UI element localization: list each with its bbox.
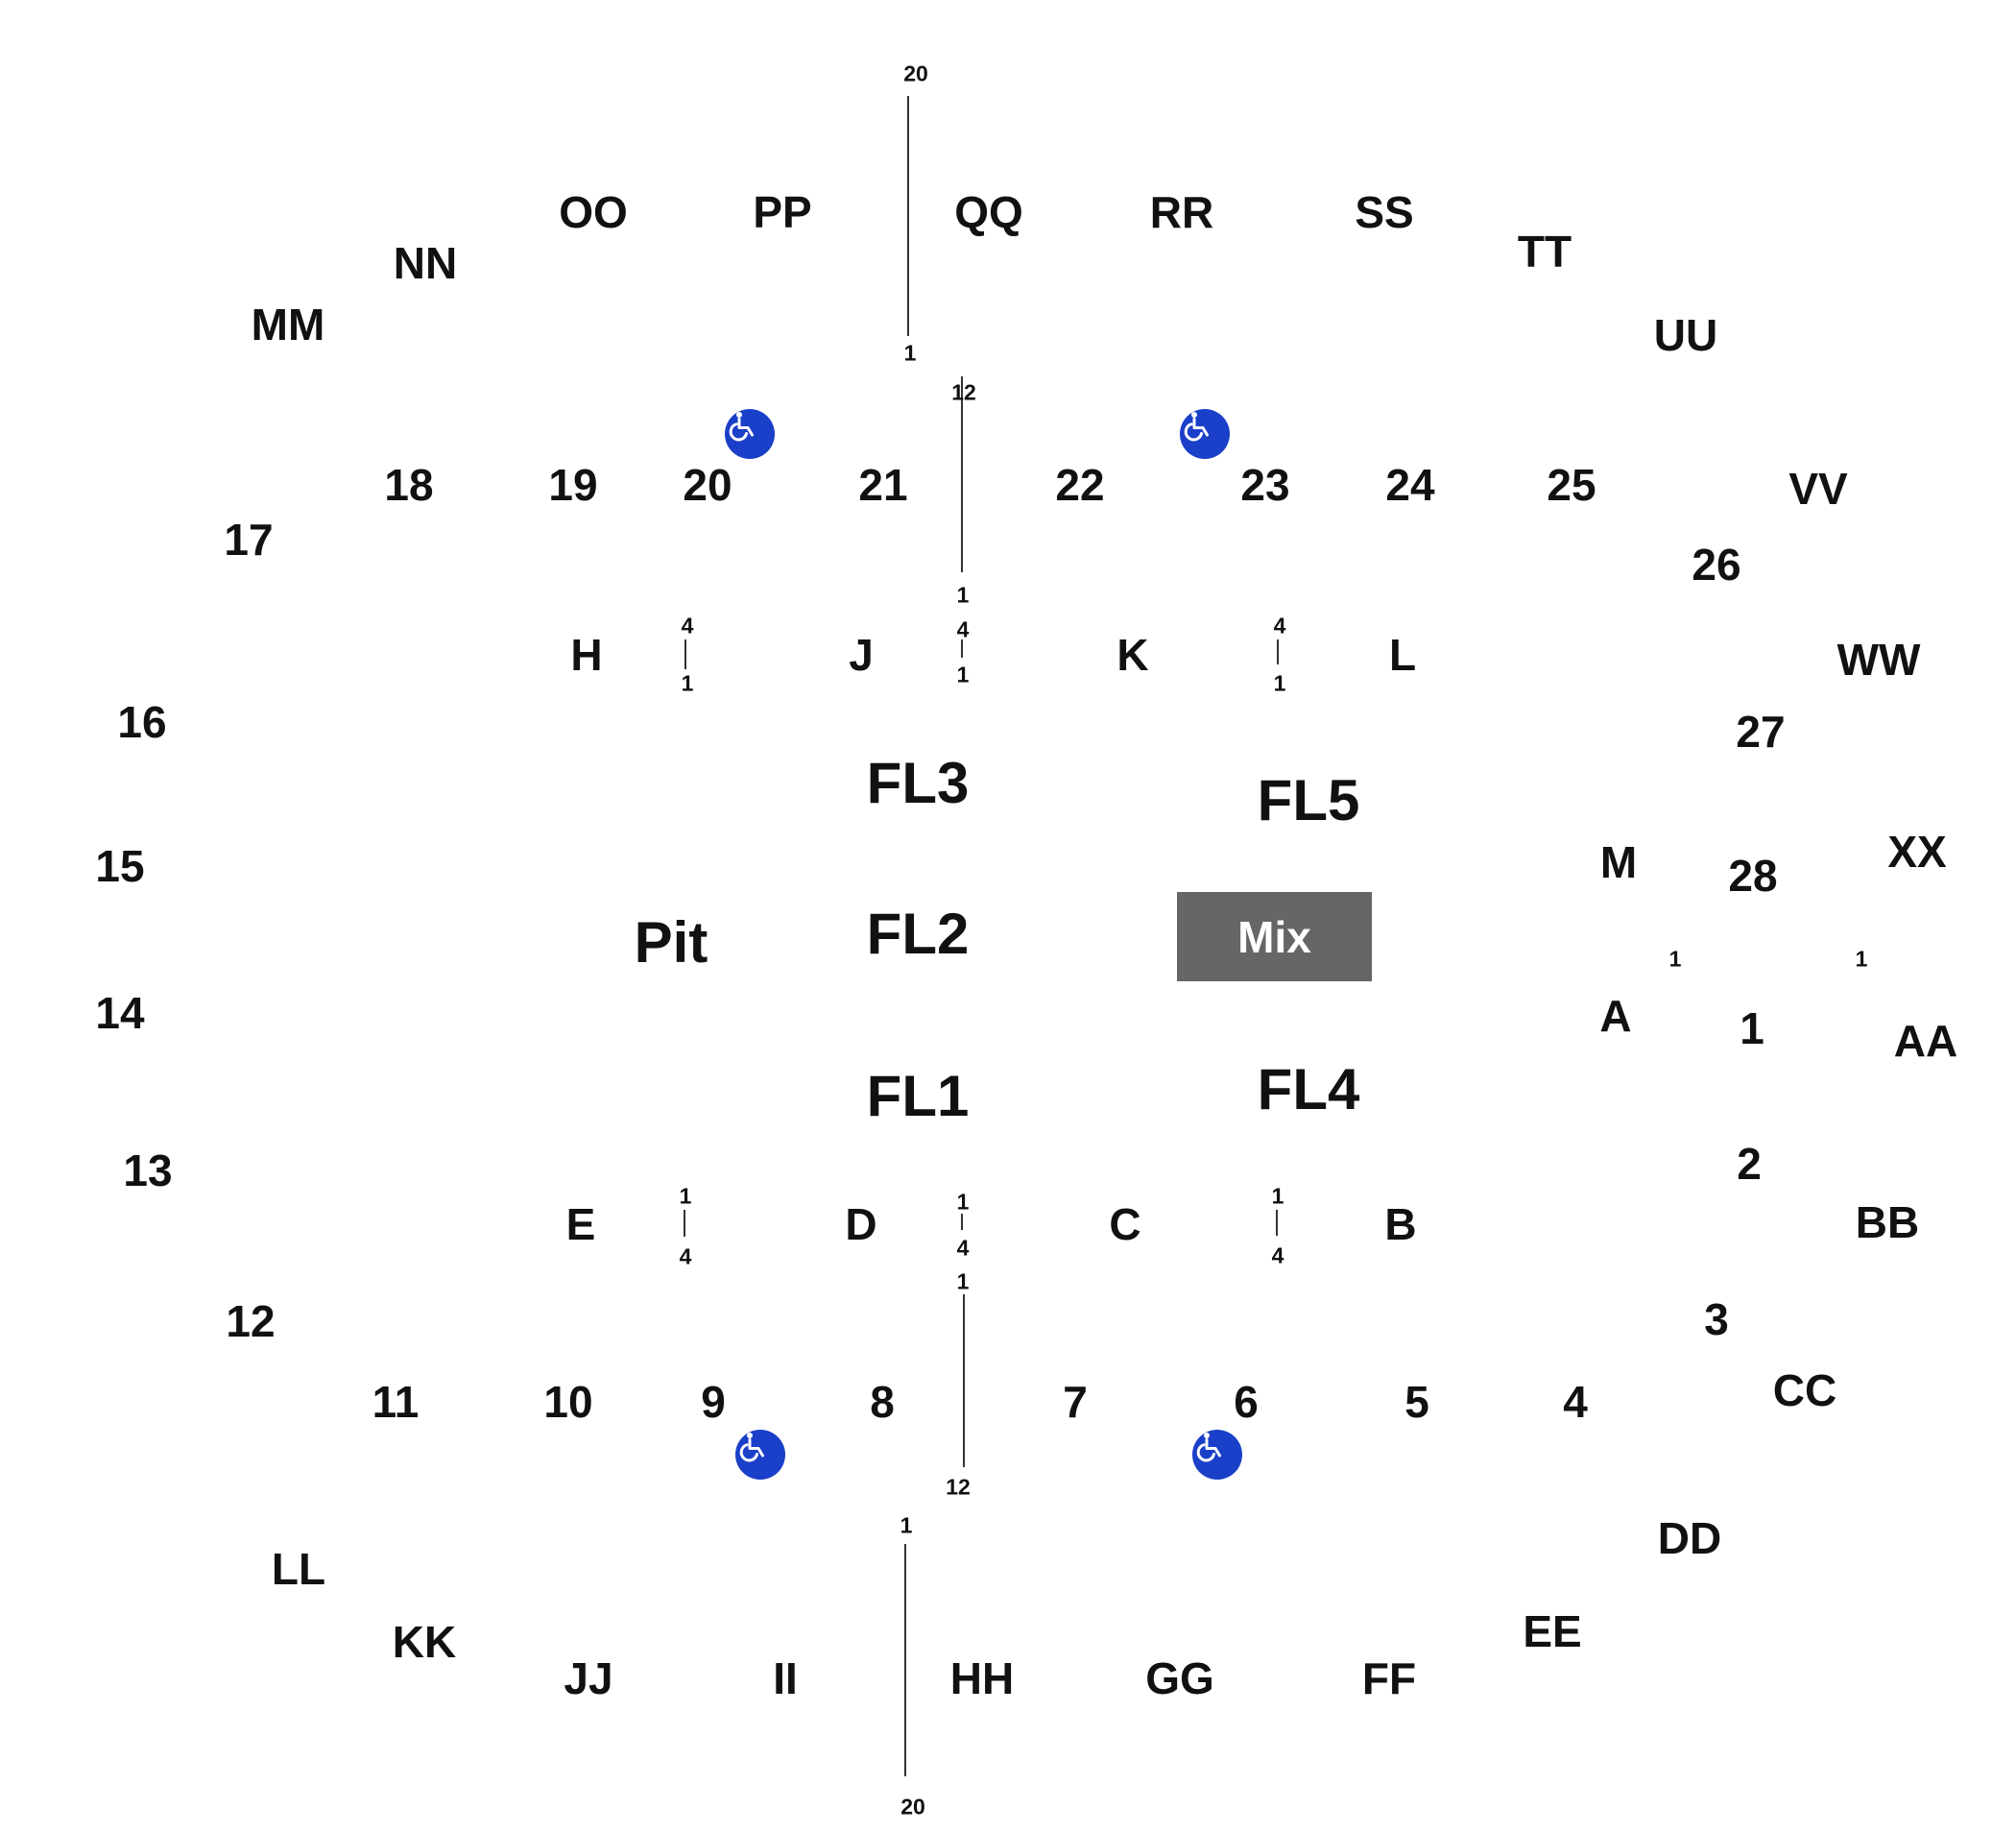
section-16[interactable]: 16 [117, 697, 167, 747]
row-marker: 1 [903, 340, 917, 366]
section-2[interactable]: 2 [1737, 1139, 1762, 1189]
section-ww[interactable]: WW [1836, 635, 1921, 685]
row-marker: 12 [951, 379, 976, 405]
section-dd[interactable]: DD [1657, 1513, 1722, 1563]
section-m[interactable]: M [1599, 837, 1638, 887]
row-marker: 1 [1271, 1183, 1284, 1209]
row-marker: 4 [1273, 613, 1286, 639]
section-13[interactable]: 13 [123, 1145, 173, 1195]
section-25[interactable]: 25 [1547, 460, 1596, 510]
section-21[interactable]: 21 [858, 460, 908, 510]
row-marker: 1 [900, 1512, 913, 1538]
section-17[interactable]: 17 [224, 515, 274, 565]
section-qq[interactable]: QQ [954, 187, 1023, 237]
section-l[interactable]: L [1388, 630, 1417, 680]
section-a[interactable]: A [1599, 991, 1632, 1041]
row-marker: 4 [681, 613, 694, 639]
section-pp[interactable]: PP [753, 187, 812, 237]
wheelchair-icon[interactable] [1192, 1430, 1242, 1480]
section-26[interactable]: 26 [1692, 540, 1741, 590]
section-xx[interactable]: XX [1887, 827, 1947, 877]
section-nn[interactable]: NN [393, 238, 458, 288]
section-uu[interactable]: UU [1653, 310, 1718, 360]
mix-position: Mix [1177, 892, 1372, 981]
section-28[interactable]: 28 [1728, 851, 1778, 901]
row-marker: 1 [1855, 946, 1868, 972]
floor-pit[interactable]: Pit [634, 910, 708, 975]
section-gg[interactable]: GG [1145, 1653, 1214, 1703]
section-18[interactable]: 18 [384, 460, 434, 510]
section-jj[interactable]: JJ [564, 1653, 613, 1703]
section-27[interactable]: 27 [1736, 707, 1786, 757]
section-bb[interactable]: BB [1855, 1197, 1920, 1247]
section-h[interactable]: H [570, 630, 603, 680]
section-ii[interactable]: II [773, 1653, 798, 1703]
floor-fl3[interactable]: FL3 [866, 751, 970, 815]
section-rr[interactable]: RR [1149, 187, 1214, 237]
floor-fl4[interactable]: FL4 [1257, 1057, 1360, 1121]
section-19[interactable]: 19 [548, 460, 598, 510]
section-10[interactable]: 10 [543, 1377, 593, 1427]
wheelchair-icon[interactable] [735, 1430, 785, 1480]
section-kk[interactable]: KK [392, 1617, 457, 1667]
section-14[interactable]: 14 [95, 988, 145, 1038]
row-marker: 4 [956, 1235, 970, 1261]
row-marker: 20 [900, 1794, 925, 1820]
section-ss[interactable]: SS [1355, 187, 1414, 237]
row-marker: 1 [956, 1189, 970, 1215]
row-marker: 20 [903, 60, 928, 86]
section-23[interactable]: 23 [1240, 460, 1290, 510]
section-8[interactable]: 8 [870, 1377, 895, 1427]
row-marker: 4 [679, 1243, 692, 1269]
row-marker: 1 [956, 582, 970, 608]
section-c[interactable]: C [1109, 1199, 1141, 1249]
section-ll[interactable]: LL [271, 1544, 326, 1594]
section-hh[interactable]: HH [949, 1653, 1015, 1703]
row-marker: 1 [1668, 946, 1682, 972]
section-vv[interactable]: VV [1788, 464, 1848, 514]
section-ff[interactable]: FF [1361, 1653, 1417, 1703]
row-marker: 1 [679, 1183, 692, 1209]
row-marker: 4 [1271, 1242, 1284, 1268]
section-24[interactable]: 24 [1385, 460, 1435, 510]
floor-fl1[interactable]: FL1 [866, 1064, 970, 1128]
section-12[interactable]: 12 [226, 1296, 276, 1346]
section-mm[interactable]: MM [251, 300, 325, 350]
row-marker: 4 [956, 616, 970, 642]
section-7[interactable]: 7 [1063, 1377, 1088, 1427]
section-1[interactable]: 1 [1740, 1003, 1764, 1053]
section-d[interactable]: D [845, 1199, 877, 1249]
row-marker: 1 [956, 662, 970, 687]
row-marker: 1 [1273, 670, 1286, 696]
section-k[interactable]: K [1116, 630, 1149, 680]
section-9[interactable]: 9 [701, 1377, 726, 1427]
section-tt[interactable]: TT [1517, 227, 1572, 277]
section-b[interactable]: B [1384, 1199, 1417, 1249]
section-aa[interactable]: AA [1893, 1016, 1958, 1066]
wheelchair-icon[interactable] [725, 409, 775, 459]
section-11[interactable]: 11 [372, 1377, 420, 1427]
section-22[interactable]: 22 [1055, 460, 1105, 510]
section-j[interactable]: J [849, 630, 874, 680]
section-20[interactable]: 20 [683, 460, 732, 510]
floor-fl5[interactable]: FL5 [1257, 768, 1360, 832]
section-6[interactable]: 6 [1234, 1377, 1259, 1427]
wheelchair-icon[interactable] [1180, 409, 1230, 459]
section-3[interactable]: 3 [1704, 1294, 1729, 1344]
section-oo[interactable]: OO [559, 187, 628, 237]
floor-fl2[interactable]: FL2 [866, 902, 970, 966]
section-e[interactable]: E [565, 1199, 596, 1249]
row-marker: 12 [946, 1474, 971, 1500]
section-ee[interactable]: EE [1523, 1606, 1582, 1656]
section-5[interactable]: 5 [1404, 1377, 1429, 1427]
section-cc[interactable]: CC [1772, 1365, 1837, 1415]
row-marker: 1 [956, 1268, 970, 1294]
section-15[interactable]: 15 [95, 841, 145, 891]
section-4[interactable]: 4 [1563, 1377, 1588, 1427]
row-marker: 1 [681, 670, 694, 696]
